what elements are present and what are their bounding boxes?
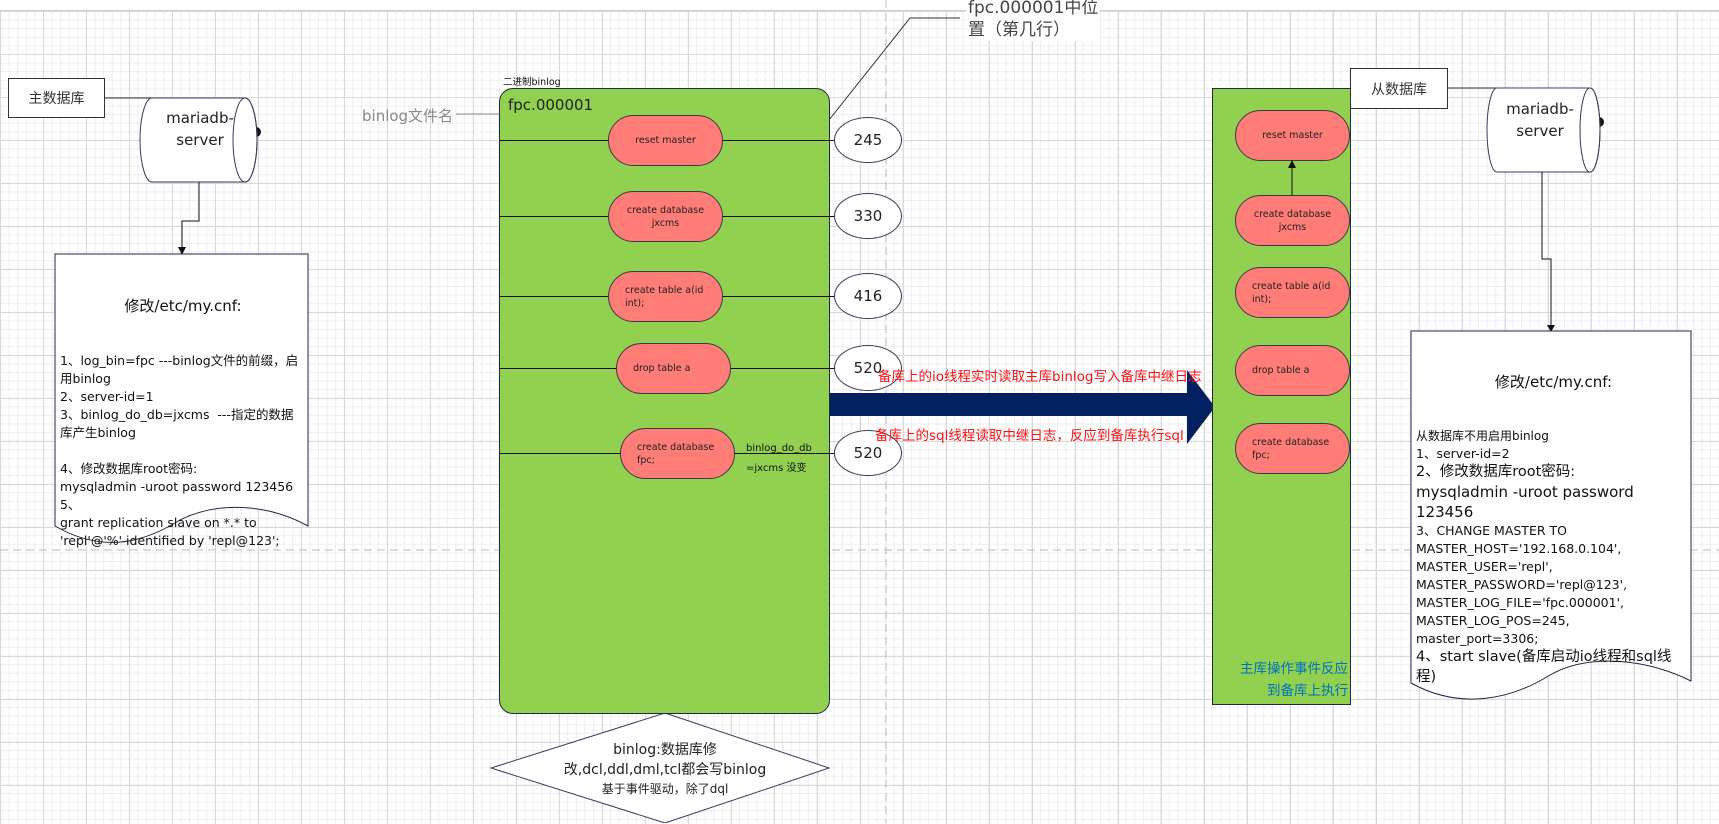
master-config-text: 修改/etc/my.cnf: 1、log_bin=fpc ---binlog文件… [60, 260, 306, 568]
relay-event: reset master [1235, 110, 1350, 161]
slave-config-line: MASTER_LOG_FILE='fpc.000001', [1416, 595, 1624, 610]
master-config-title: 修改/etc/my.cnf: [124, 297, 242, 315]
relay-up-arrow [1288, 160, 1296, 196]
slave-config-line: MASTER_USER='repl', [1416, 559, 1553, 574]
relay-log-container [1212, 88, 1351, 705]
master-db-label: 主数据库 [8, 78, 105, 118]
master-config-line: mysqladmin -uroot password 123456 [60, 479, 294, 494]
slave-cylinder-line1: mariadb- [1506, 100, 1574, 118]
position-annotation: fpc.000001中位 置（第几行） [966, 0, 1101, 41]
relay-footer-line1: 主库操作事件反应 [1240, 661, 1348, 677]
master-config-line: 3、binlog_do_db=jxcms ---指定的数据 [60, 407, 294, 422]
filename-annotation: binlog文件名 [362, 107, 454, 125]
master-cylinder-line2: server [176, 131, 224, 149]
slave-config-line: 从数据库不用启用binlog [1416, 429, 1549, 443]
master-config-line: 2、server-id=1 [60, 389, 154, 404]
master-config-line: 用binlog [60, 371, 111, 386]
slave-db-label: 从数据库 [1350, 68, 1448, 109]
binlog-event-label: reset master [635, 135, 696, 146]
note-line2: =jxcms 没变 [746, 463, 807, 474]
slave-config-lines: 从数据库不用启用binlog 1、server-id=2 2、修改数据库root密码… [1416, 428, 1691, 687]
position-annotation-line2: 置（第几行） [968, 20, 1070, 40]
relay-event-label: reset master [1262, 130, 1323, 141]
master-config-line: grant replication slave on *.* to [60, 515, 257, 530]
binlog-event: drop table a [616, 343, 731, 394]
binlog-position: 330 [834, 193, 902, 239]
diamond-line3: 基于事件驱动，除了dql [601, 782, 729, 796]
io-thread-text: 备库上的io线程实时读取主库binlog写入备库中继日志 [878, 369, 1202, 385]
master-config-line: 'repl'@'%' identified by 'repl@123'; [60, 533, 280, 548]
master-config-line: 库产生binlog [60, 425, 136, 440]
slave-config-title: 修改/etc/my.cnf: [1494, 373, 1613, 391]
binlog-caption: 二进制binlog [503, 77, 561, 88]
relay-footer: 主库操作事件反应 到备库上执行 [1218, 658, 1348, 702]
position-annotation-line1: fpc.000001中位 [968, 0, 1099, 18]
slave-config-text: 修改/etc/my.cnf: 从数据库不用启用binlog 1、server-id… [1416, 336, 1691, 705]
diamond-line2: 改,dcl,ddl,dml,tcl都会写binlog [563, 762, 767, 778]
slave-config-line: 2、修改数据库root密码: [1416, 463, 1576, 480]
slave-config-line: 3、CHANGE MASTER TO [1416, 523, 1567, 538]
binlog-event: reset master [608, 115, 723, 166]
master-config-line [60, 442, 306, 460]
binlog-position: 416 [834, 273, 902, 319]
master-config-line: 4、修改数据库root密码: [60, 461, 198, 476]
relay-event-label: drop table a [1252, 365, 1310, 376]
slave-config-line: mysqladmin -uroot password 123456 [1416, 483, 1639, 521]
binlog-position: 520 [834, 345, 902, 391]
binlog-position: 520 [834, 430, 902, 476]
slave-config-line: MASTER_LOG_POS=245, [1416, 613, 1570, 628]
binlog-event-label: drop table a [633, 363, 691, 374]
relay-footer-line2: 到备库上执行 [1267, 683, 1348, 699]
relay-event: drop table a [1235, 345, 1350, 396]
master-config-line: 5、 [60, 497, 81, 512]
binlog-do-db-note: binlog_do_db =jxcms 没变 [746, 439, 812, 479]
slave-config-line: 1、server-id=2 [1416, 446, 1510, 461]
slave-cylinder-line2: server [1516, 122, 1564, 140]
slave-config-line: 程) [1416, 668, 1437, 685]
binlog-position: 245 [834, 117, 902, 163]
slave-cylinder-text: mariadb- server [1490, 98, 1590, 142]
slave-config-line: 4、start slave(备库启动io线程和sql线 [1416, 649, 1672, 665]
master-config-line: 1、log_bin=fpc ---binlog文件的前缀，启 [60, 353, 299, 368]
master-cylinder-text: mariadb- server [150, 107, 250, 151]
binlog-file-container [499, 88, 830, 714]
diamond-text: binlog:数据库修 改,dcl,ddl,dml,tcl都会写binlog 基… [520, 740, 810, 798]
binlog-filename: fpc.000001 [508, 96, 594, 114]
master-cylinder-line1: mariadb- [166, 109, 234, 127]
slave-config-line: MASTER_HOST='192.168.0.104', [1416, 541, 1622, 556]
replication-arrow-shape [830, 370, 1215, 444]
slave-config-line: MASTER_PASSWORD='repl@123', [1416, 577, 1628, 592]
sql-thread-text: 备库上的sql线程读取中继日志，反应到备库执行sql [875, 428, 1184, 444]
note-line1: binlog_do_db [746, 443, 812, 454]
replication-arrow [830, 370, 1215, 444]
slave-config-line: master_port=3306; [1416, 631, 1539, 646]
master-config-lines: 1、log_bin=fpc ---binlog文件的前缀，启用binlog 2、s… [60, 352, 306, 550]
diamond-line1: binlog:数据库修 [613, 742, 717, 758]
